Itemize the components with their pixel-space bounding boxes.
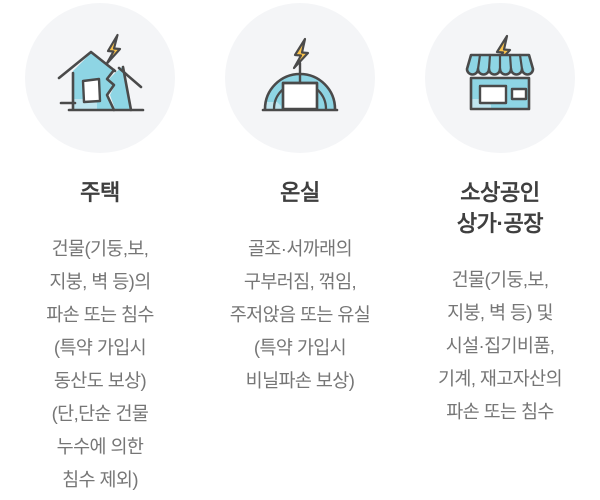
coverage-description: 건물(기둥,보, 지붕, 벽 등)의 파손 또는 침수 (특약 가입시 동산도 … bbox=[46, 238, 154, 490]
coverage-heading: 온실 bbox=[280, 180, 320, 205]
awning-stripe-1 bbox=[476, 53, 482, 71]
lightning-bolt-icon bbox=[105, 33, 122, 66]
coverage-heading: 소상공인 상가·공장 bbox=[456, 180, 544, 236]
damaged-storefront-icon-circle bbox=[425, 3, 575, 153]
house-crack bbox=[105, 68, 116, 112]
storefront-body-outline bbox=[469, 76, 531, 111]
storefront-door bbox=[478, 84, 508, 105]
house-right-wall-edge bbox=[121, 65, 133, 112]
greenhouse-door bbox=[281, 81, 319, 111]
awning-stripe-4 bbox=[508, 53, 513, 71]
coverage-column-house: 주택 건물(기둥,보, 지붕, 벽 등)의 파손 또는 침수 (특약 가입시 동… bbox=[0, 0, 200, 496]
house-window bbox=[81, 77, 102, 104]
damaged-greenhouse-icon-circle bbox=[225, 3, 375, 153]
damaged-storefront-icon bbox=[465, 34, 535, 111]
storefront-window bbox=[510, 87, 528, 101]
damaged-house-icon-circle bbox=[25, 3, 175, 153]
damaged-house-icon bbox=[57, 33, 145, 112]
awning-stripe-5 bbox=[518, 53, 524, 71]
coverage-column-greenhouse: 온실 골조·서까래의 구부러짐, 꺾임, 주저앉음 또는 유실 (특약 가입시 … bbox=[200, 0, 400, 397]
house-roof-left bbox=[57, 50, 117, 80]
lightning-bolt-icon bbox=[292, 37, 310, 70]
coverage-description: 건물(기둥,보, 지붕, 벽 등) 및 시설·집기비품, 기계, 재고자산의 파… bbox=[437, 269, 563, 422]
awning-stripe-2 bbox=[487, 53, 492, 71]
coverage-heading: 주택 bbox=[80, 180, 120, 205]
damaged-greenhouse-icon bbox=[261, 37, 339, 112]
house-right-wall bbox=[109, 66, 131, 109]
greenhouse-flood-shade bbox=[265, 102, 281, 109]
coverage-column-storefront: 소상공인 상가·공장 건물(기둥,보, 지붕, 벽 등) 및 시설·집기비품, … bbox=[400, 0, 600, 428]
coverage-description: 골조·서까래의 구부러짐, 꺾임, 주저앉음 또는 유실 (특약 가입시 비닐파… bbox=[229, 238, 371, 391]
